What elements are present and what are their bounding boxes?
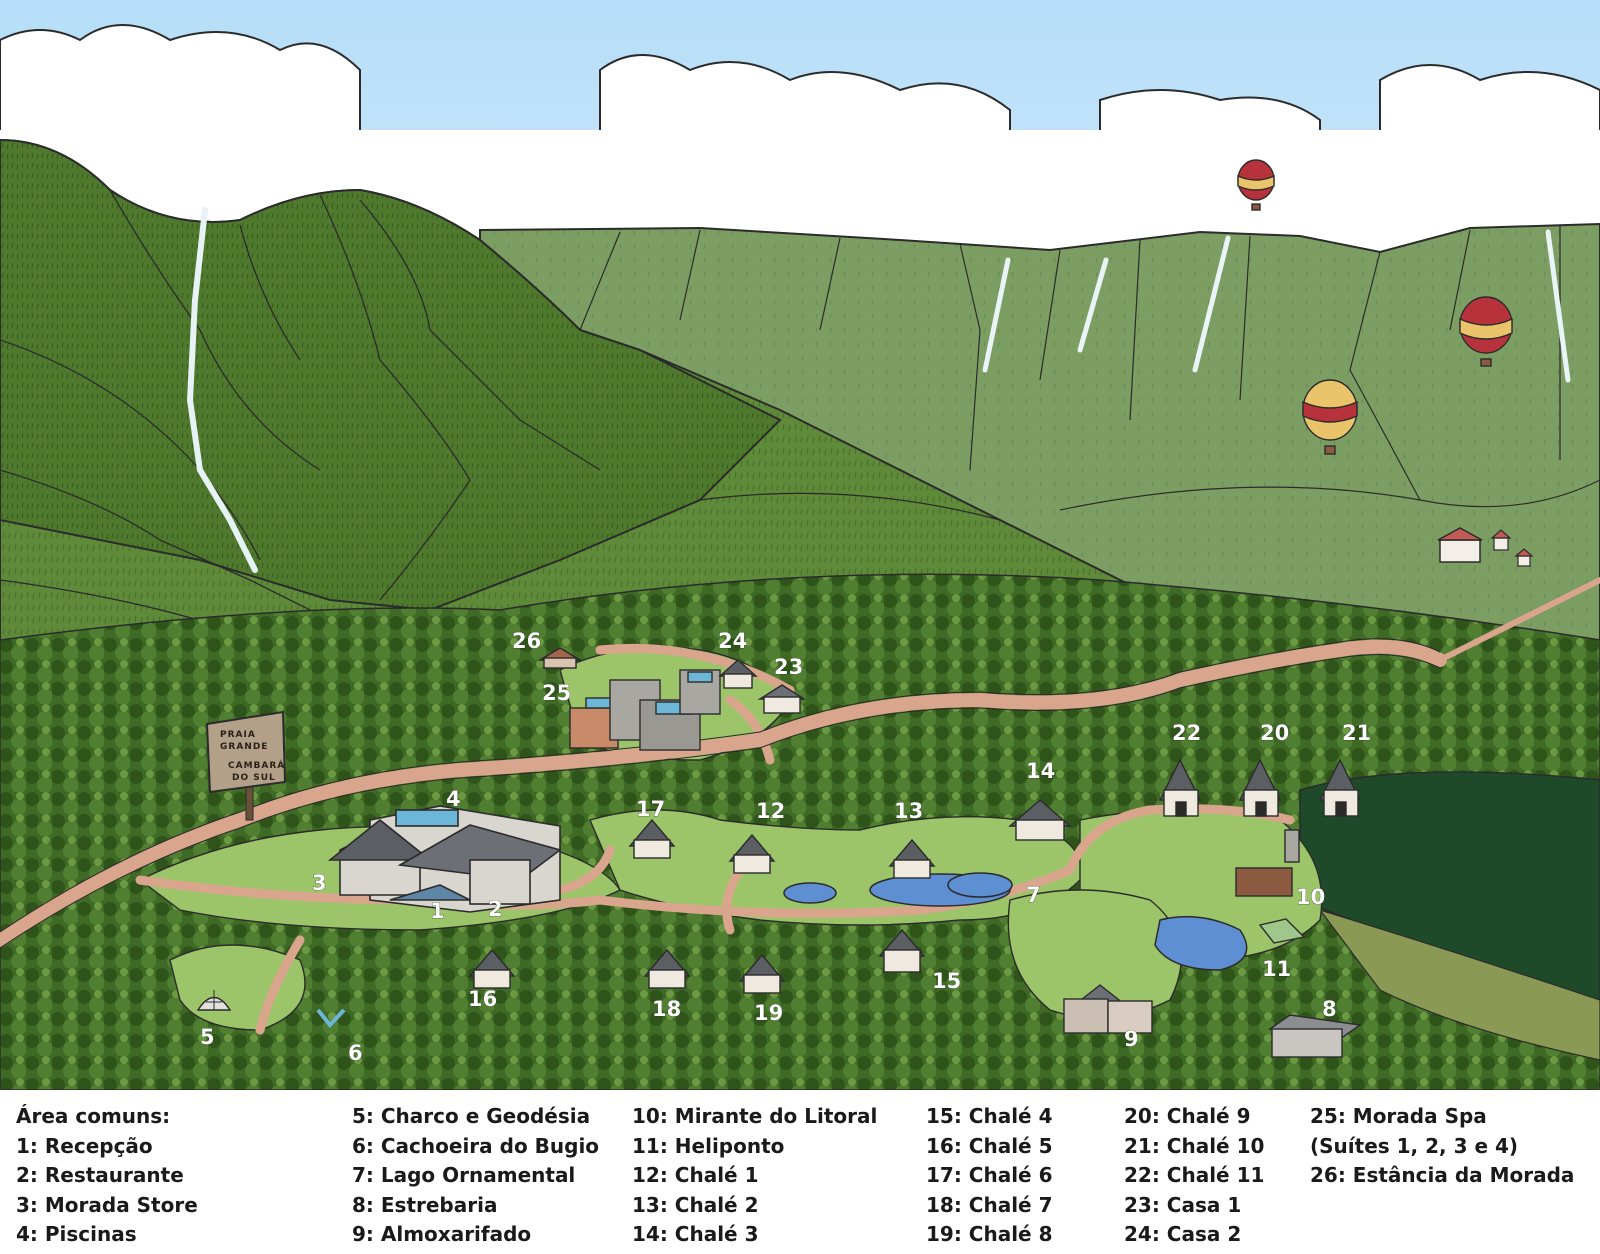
clearing: [1318, 908, 1600, 1061]
direction-sign: PRAIA GRANDE CAMBARÁ DO SUL: [205, 710, 287, 821]
map-label-25: 25: [542, 681, 571, 705]
legend-item: 7: Lago Ornamental: [352, 1163, 576, 1187]
map-label-19: 19: [754, 1001, 783, 1025]
map-legend: Área comuns: 1: Recepção 2: Restaurante …: [0, 1090, 1600, 1254]
map-label-8: 8: [1322, 997, 1337, 1021]
legend-column-2: 5: Charco e Geodésia 6: Cachoeira do Bug…: [352, 1102, 599, 1250]
legend-item: 25: Morada Spa: [1310, 1104, 1487, 1128]
waterfall: [186, 207, 258, 573]
map-label-16: 16: [468, 987, 497, 1011]
legend-item: 5: Charco e Geodésia: [352, 1104, 591, 1128]
map-number-labels: 1 2 3 4 5 6 7 8 9 10 11 12 13 14 15 16 1…: [200, 629, 1372, 1066]
lake-heliponto: [1154, 915, 1248, 971]
sign-text-3: CAMBARÁ: [228, 759, 285, 771]
map-label-9: 9: [1124, 1027, 1139, 1051]
legend-item: 19: Chalé 8: [926, 1222, 1053, 1246]
legend-item: 22: Chalé 11: [1124, 1163, 1265, 1187]
legend-item: 17: Chalé 6: [926, 1163, 1053, 1187]
legend-item: 3: Morada Store: [16, 1192, 198, 1217]
map-label-1: 1: [430, 899, 445, 923]
water-bodies: [783, 872, 1248, 971]
cliff-lines: [579, 226, 1600, 511]
legend-column-3: 10: Mirante do Litoral 11: Heliponto 12:…: [632, 1102, 877, 1250]
distant-village: [1437, 527, 1534, 567]
legend-heading: Área comuns:: [16, 1104, 171, 1128]
legend-column-1: Área comuns: 1: Recepção 2: Restaurante …: [16, 1102, 198, 1250]
map-label-11: 11: [1262, 957, 1291, 981]
legend-item: 9: Almoxarifado: [352, 1222, 532, 1246]
legend-item: 6: Cachoeira do Bugio: [352, 1133, 600, 1158]
map-label-15: 15: [932, 969, 961, 993]
legend-item: 14: Chalé 3: [632, 1222, 759, 1246]
legend-item: 20: Chalé 9: [1124, 1104, 1251, 1128]
mountain-front-ridge: [0, 138, 782, 612]
geodesic-dome: [196, 990, 232, 1011]
map-label-4: 4: [446, 787, 461, 811]
map-label-24: 24: [718, 629, 747, 653]
map-label-20: 20: [1260, 721, 1289, 745]
map-label-14: 14: [1026, 759, 1055, 783]
legend-item: 23: Casa 1: [1124, 1192, 1242, 1217]
legend-item: 24: Casa 2: [1124, 1222, 1242, 1246]
sign-text-2: GRANDE: [220, 742, 268, 752]
spa-complex: [569, 669, 721, 751]
map-label-12: 12: [756, 799, 785, 823]
legend-column-4: 15: Chalé 4 16: Chalé 5 17: Chalé 6 18: …: [926, 1102, 1053, 1250]
sign-text-4: DO SUL: [232, 773, 276, 783]
map-label-3: 3: [312, 871, 327, 895]
main-building: [327, 805, 562, 913]
map-label-26: 26: [512, 629, 541, 653]
bugio-waterfall: [316, 1008, 346, 1029]
legend-item: (Suítes 1, 2, 3 e 4): [1310, 1133, 1519, 1158]
legend-item: 21: Chalé 10: [1124, 1133, 1265, 1158]
legend-item: 13: Chalé 2: [632, 1192, 759, 1217]
path-outline: [0, 638, 1441, 949]
map-label-21: 21: [1342, 721, 1371, 745]
legend-item: 8: Estrebaria: [352, 1192, 498, 1217]
resort-illustrated-map: PRAIA GRANDE CAMBARÁ DO SUL: [0, 0, 1600, 1090]
ridge-lines: [0, 189, 1001, 661]
chalets: [468, 647, 1362, 1058]
legend-item: 1: Recepção: [16, 1133, 153, 1158]
map-label-22: 22: [1172, 721, 1201, 745]
legend-column-6: 25: Morada Spa (Suítes 1, 2, 3 e 4) 26: …: [1310, 1102, 1574, 1191]
map-label-5: 5: [200, 1025, 215, 1049]
legend-item: 10: Mirante do Litoral: [632, 1104, 878, 1128]
map-label-17: 17: [636, 797, 665, 821]
far-waterfalls: [982, 229, 1571, 383]
legend-item: 4: Piscinas: [16, 1222, 137, 1246]
legend-item: 11: Heliponto: [632, 1133, 785, 1158]
hot-air-balloons: [1237, 159, 1513, 455]
legend-item: 15: Chalé 4: [926, 1104, 1053, 1128]
map-label-18: 18: [652, 997, 681, 1021]
map-label-23: 23: [774, 655, 803, 679]
sign-text-1: PRAIA: [220, 730, 256, 740]
map-label-6: 6: [348, 1041, 363, 1065]
map-label-2: 2: [488, 897, 503, 921]
map-label-13: 13: [894, 799, 923, 823]
legend-item: 16: Chalé 5: [926, 1133, 1053, 1158]
map-label-7: 7: [1026, 883, 1041, 907]
legend-column-5: 20: Chalé 9 21: Chalé 10 22: Chalé 11 23…: [1124, 1102, 1264, 1250]
legend-item: 2: Restaurante: [16, 1163, 184, 1187]
legend-item: 12: Chalé 1: [632, 1163, 759, 1187]
legend-item: 26: Estância da Morada: [1310, 1163, 1575, 1187]
pool-icon: [395, 809, 459, 827]
legend-item: 18: Chalé 7: [926, 1192, 1053, 1217]
map-label-10: 10: [1296, 885, 1325, 909]
